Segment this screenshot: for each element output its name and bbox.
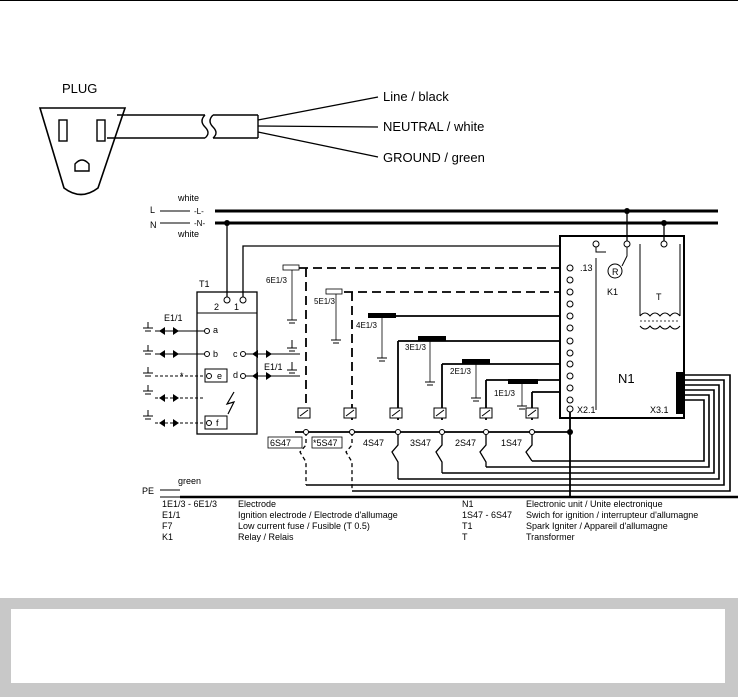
bottom-white-label: white (177, 229, 199, 239)
rail-n-label: N (150, 220, 157, 230)
legend-left-desc-0: Electrode (238, 499, 276, 509)
trans-label: T (656, 292, 662, 302)
e4-label: 4E1/3 (356, 321, 377, 330)
e1-label: 1E1/3 (494, 389, 515, 398)
legend-right-code-3: T (462, 532, 468, 542)
switch-1-label: 1S47 (501, 438, 522, 448)
t1-pin1: 1 (234, 302, 239, 312)
t1-label: T1 (199, 279, 210, 289)
wire-ground-label: GROUND / green (383, 150, 485, 165)
term-a: a (213, 325, 218, 335)
k1-label: K1 (607, 287, 618, 297)
e11-left-label: E1/1 (164, 313, 183, 323)
n1-label: N1 (618, 371, 635, 386)
e5-label: 5E1/3 (314, 297, 335, 306)
wire-line-label: Line / black (383, 89, 449, 104)
relay-r-label: R (612, 267, 619, 277)
term-e: e (217, 371, 222, 381)
legend: 1E1/3 - 6E1/3 Electrode E1/1 Ignition el… (162, 499, 698, 542)
legend-right-desc-3: Transformer (526, 532, 575, 542)
term-c: c (233, 349, 238, 359)
switch-4-label: 4S47 (363, 438, 384, 448)
term-b: b (213, 349, 218, 359)
plug-prong-right (96, 119, 106, 142)
spark-symbol (225, 391, 236, 415)
plug-illustration: PLUG Line / black NEUTRAL / white GROUND… (38, 81, 485, 196)
term-d: d (233, 370, 238, 380)
green-label: green (178, 476, 201, 486)
rail-l-tag: -L- (194, 207, 204, 216)
e6-label: 6E1/3 (266, 276, 287, 285)
e2-label: 2E1/3 (450, 367, 471, 376)
legend-left-code-1: E1/1 (162, 510, 181, 520)
switch-2-label: 2S47 (455, 438, 476, 448)
x31-label: X3.1 (650, 405, 669, 415)
pe-rail: green PE (142, 476, 738, 499)
plug-ground-pin (74, 159, 90, 172)
e3-label: 3E1/3 (405, 343, 426, 352)
legend-left-desc-2: Low current fuse / Fusible (T 0.5) (238, 521, 370, 531)
power-rails: white L N -L- -N- white (150, 193, 718, 297)
plug-title: PLUG (62, 81, 97, 96)
electrodes: 6E1/3 5E1/3 4E1/3 3E1/3 2E1/3 1E1/3 (266, 264, 560, 420)
e11-right-label: E1/1 (264, 362, 283, 372)
switch-3-label: 3S47 (410, 438, 431, 448)
legend-left-code-3: K1 (162, 532, 173, 542)
rail-l-label: L (150, 205, 155, 215)
t1-spark-igniter: T1 2 1 E1/1 a b c d * E1/1 e f (143, 279, 300, 435)
top-rule (0, 0, 738, 1)
n1-13-label: .13 (580, 263, 593, 273)
x21-label: X2.1 (577, 405, 596, 415)
pe-label: PE (142, 486, 154, 496)
rail-n-tag: -N- (194, 219, 205, 228)
legend-right-code-0: N1 (462, 499, 474, 509)
t1-pin2: 2 (214, 302, 219, 312)
wire-neutral-label: NEUTRAL / white (383, 119, 484, 134)
n1-electronic-unit: .13 X2.1 X3.1 N1 R K1 T (306, 235, 731, 492)
wiring-diagram: PLUG Line / black NEUTRAL / white GROUND… (38, 81, 738, 542)
legend-left-code-2: F7 (162, 521, 173, 531)
ignition-switches: 6S47 *5S47 4S47 3S47 2S47 1S47 (267, 412, 573, 497)
note-box (0, 598, 738, 697)
switch-5-label: *5S47 (313, 438, 338, 448)
legend-right-code-1: 1S47 - 6S47 (462, 510, 512, 520)
legend-right-code-2: T1 (462, 521, 473, 531)
legend-right-desc-0: Electronic unit / Unite electronique (526, 499, 663, 509)
legend-left-desc-1: Ignition electrode / Electrode d'allumag… (238, 510, 398, 520)
term-f: f (216, 418, 219, 428)
plug-body (38, 107, 127, 196)
legend-right-desc-2: Spark Igniter / Appareil d'allumagne (526, 521, 668, 531)
top-white-label: white (177, 193, 199, 203)
legend-left-code-0: 1E1/3 - 6E1/3 (162, 499, 217, 509)
plug-prong-left (58, 119, 68, 142)
switch-6-label: 6S47 (270, 438, 291, 448)
note-box-inner (11, 609, 725, 683)
legend-left-desc-3: Relay / Relais (238, 532, 294, 542)
legend-right-desc-1: Swich for ignition / interrupteur d'allu… (526, 510, 698, 520)
